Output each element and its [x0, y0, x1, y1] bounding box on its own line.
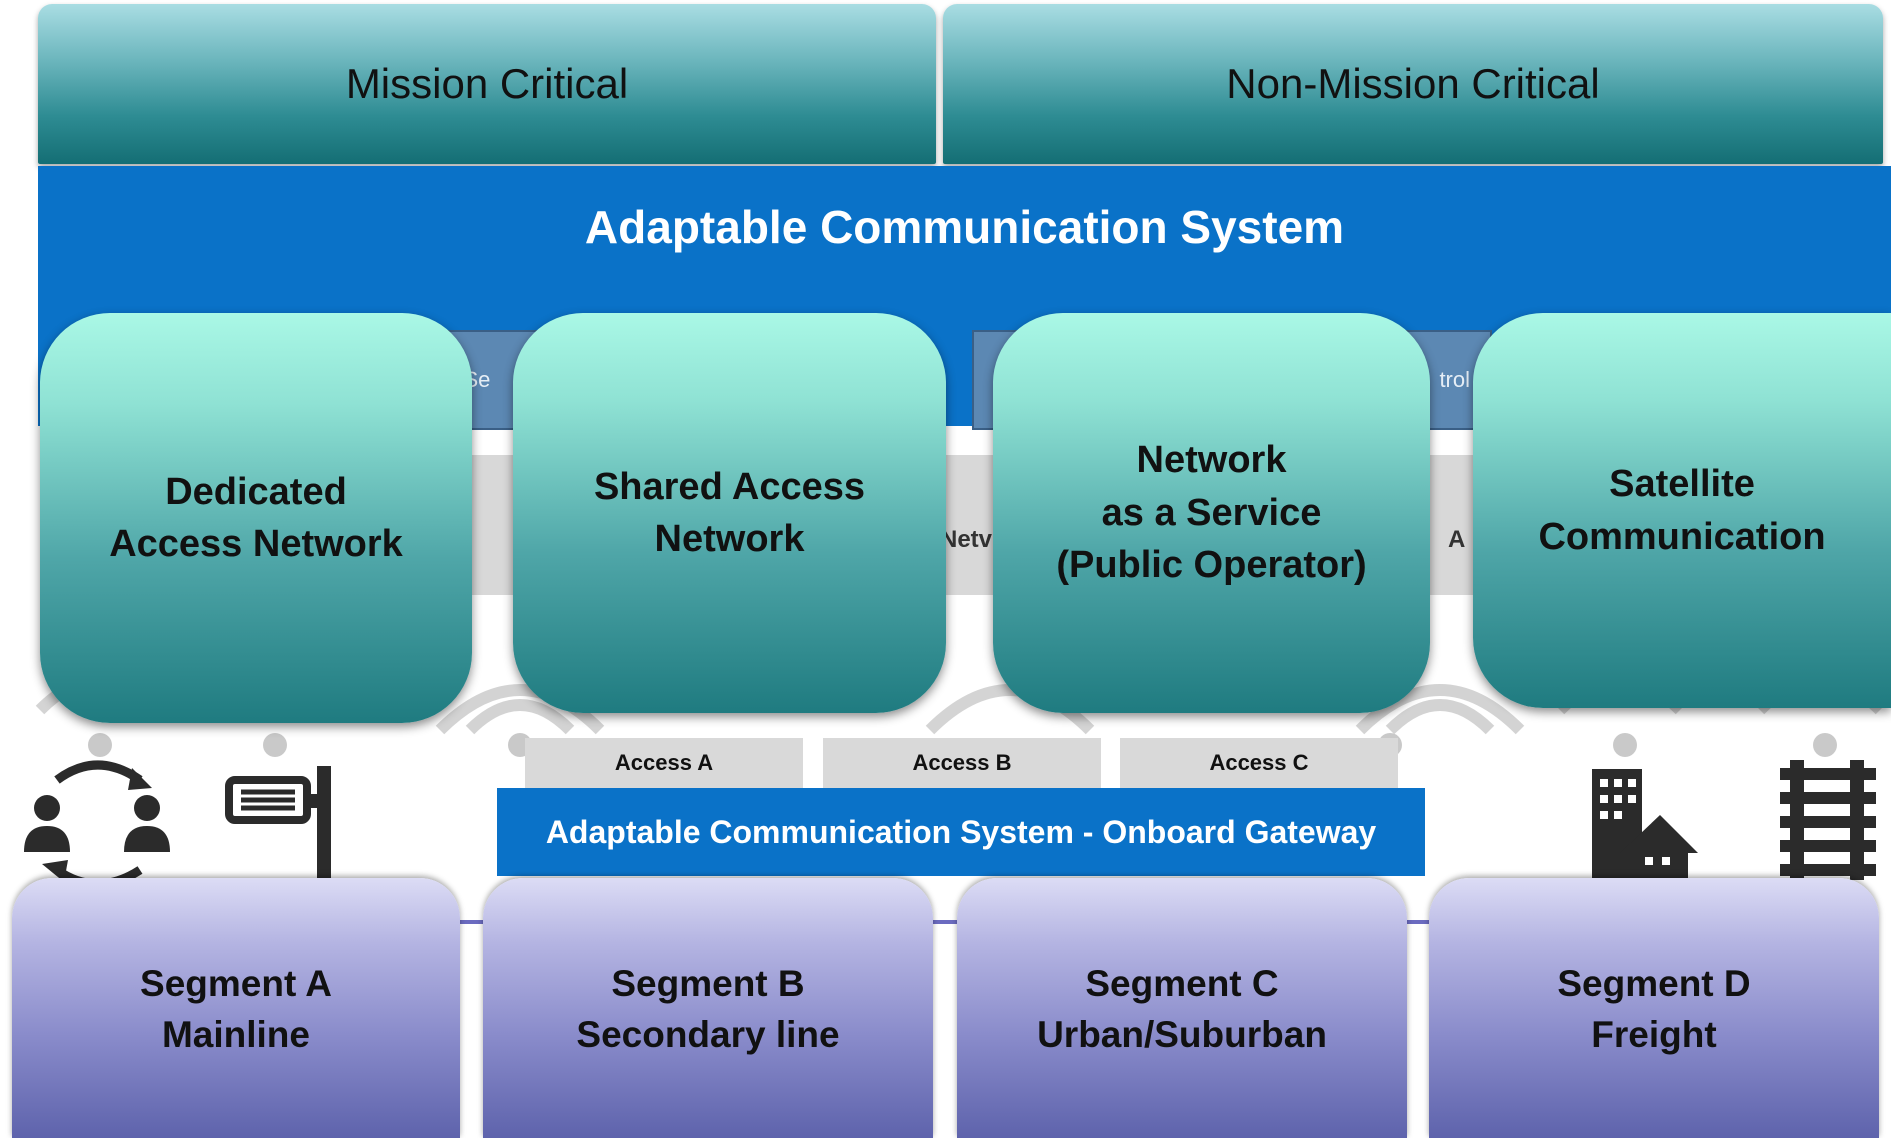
mission-critical-label: Mission Critical [345, 60, 629, 107]
hidden-fragment-4: A [1448, 526, 1466, 553]
segment-a-box[interactable]: Segment A Mainline [12, 878, 460, 1138]
segment-d-box[interactable]: Segment D Freight [1429, 878, 1879, 1138]
access-b-tab: Access B [823, 738, 1101, 788]
hidden-fragment-3: Netv [940, 526, 993, 553]
shared-access-network-box[interactable]: Shared Access Network [513, 313, 946, 713]
non-mission-critical-header: Non-Mission Critical [943, 4, 1883, 164]
non-mission-critical-label: Non-Mission Critical [1226, 60, 1600, 107]
segment-c-box[interactable]: Segment C Urban/Suburban [957, 878, 1407, 1138]
segment-b-box[interactable]: Segment B Secondary line [483, 878, 933, 1138]
people-exchange-icon [24, 760, 170, 889]
mission-critical-header: Mission Critical [38, 4, 936, 164]
railway-track-icon [1780, 760, 1876, 880]
city-building-icon [1592, 769, 1698, 885]
track-line [400, 920, 1500, 924]
access-a-tab: Access A [525, 738, 803, 788]
network-as-a-service-box[interactable]: Network as a Service (Public Operator) [993, 313, 1430, 713]
hidden-fragment-2: trol [1439, 367, 1470, 392]
dedicated-access-network-box[interactable]: Dedicated Access Network [40, 313, 472, 723]
signal-sign-icon [225, 766, 331, 880]
adaptable-communication-system-title: Adaptable Communication System [584, 201, 1345, 253]
onboard-gateway-bar: Adaptable Communication System - Onboard… [497, 788, 1425, 876]
satellite-communication-box[interactable]: Satellite Communication [1473, 313, 1891, 708]
access-c-tab: Access C [1120, 738, 1398, 788]
